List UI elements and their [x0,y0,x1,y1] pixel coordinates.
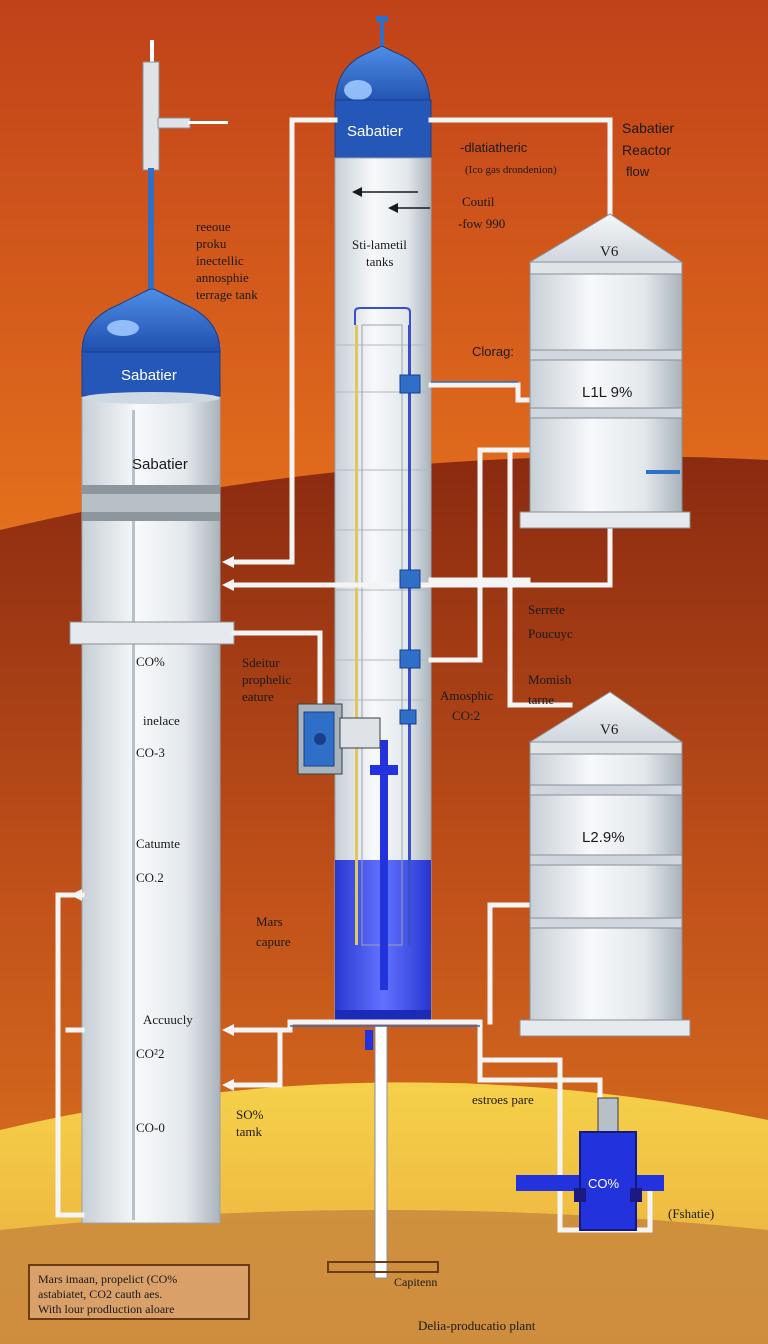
note-line: reeoue [196,219,231,234]
label-line: prophelic [242,672,292,687]
label-line: Serrete [528,602,565,617]
pump-icon [516,1097,664,1231]
estroes-label: estroes pare [472,1092,534,1107]
left-level-label: Catumte [136,836,181,851]
left-level-label: CO-3 [136,745,165,760]
label-line: Momish [528,672,572,687]
left-level-label: CO.2 [136,870,164,885]
reactor-title: Sabatier Reactor flow [622,117,674,183]
legend-box: Mars imaan, propelict (CO% astabiatet, C… [28,1264,250,1320]
note-line: proku [196,236,227,251]
right-tank-top [519,213,691,529]
label-line: Amosphic [440,688,494,703]
fshatie-label: (Fshatie) [668,1206,715,1221]
arrow-left-icon [388,203,430,213]
label-line: tamk [236,1124,262,1139]
left-level-label: CO-0 [136,1120,165,1135]
note-line: inectellic [196,253,244,268]
left-level-label: CO% [136,654,165,669]
so-tank-label: SO% tamk [236,1106,263,1140]
left-level-label: CO²2 [136,1046,165,1061]
arrow-left-icon [352,187,418,197]
storage-label: Clorag: [472,344,514,359]
left-level-label: Accuucly [143,1012,193,1027]
amosphic-label: Amosphic CO:2 [440,686,493,726]
label-line: eature [242,689,274,704]
serrete-label: Serrete Poucuyc [528,598,573,646]
top-tank-reading: L1L 9% [582,384,633,401]
pump-label: CO% [588,1176,620,1191]
top-note-line2: (Ico gas drondenion) [465,164,557,176]
left-level-label: inelace [143,713,180,728]
pump-icon [297,703,381,775]
reactor-title-line: flow [626,164,650,179]
label-line: capure [256,934,291,949]
label-line: Mars [256,914,283,929]
mars-capure-label: Mars capure [256,912,291,952]
center-inner-label: Sti-lametil tanks [352,236,407,270]
label-line: CO:2 [452,708,481,723]
momish-label: Momish tarne [528,670,571,710]
left-tank-band-label: Sabatier [132,456,188,473]
label-line: tarne [528,692,554,707]
center-column [327,16,439,1279]
inner-label-line: tanks [366,254,394,269]
inner-label-line: Sti-lametil [352,237,407,252]
bottom-tank-reading: L2.9% [582,829,625,846]
left-antenna [142,40,228,290]
note-line: terrage tank [196,287,258,302]
pipe-blue-lines [290,381,518,1027]
capitenn-label: Capitenn [394,1275,438,1289]
note-line: annosphie [196,270,249,285]
legend-line: Mars imaan, propelict (CO% [38,1272,178,1286]
center-cap-label: Sabatier [347,123,403,140]
label-line: SO% [236,1107,264,1122]
label-line: Poucuyc [528,626,573,641]
right-tank-bottom [519,691,691,1037]
legend-line: astabiatet, CO2 cauth aes. [38,1287,163,1301]
top-tank-cap: V6 [600,244,619,260]
left-tank [69,288,235,1224]
top-note-flow: -fow 990 [458,216,506,231]
reactor-title-line: Sabatier [622,120,675,136]
top-left-note: reeoue proku inectellic annosphie terrag… [196,218,258,303]
top-note-line1: -dlatiatheric [460,140,528,155]
arrow-left-icon [70,556,234,1091]
label-line: Sdeitur [242,655,280,670]
legend-line: With lour prodluction aloare [38,1302,175,1316]
bottom-tank-cap: V6 [600,722,619,738]
sebtur-label: Sdeitur prophelic eature [242,654,291,705]
reactor-title-line: Reactor [622,142,672,158]
left-tank-cap-label: Sabatier [121,367,177,384]
top-note-couti: Coutil [462,194,495,209]
pipe-valve-icon [399,374,421,725]
plant-caption: Delia-producatio plant [418,1318,536,1333]
